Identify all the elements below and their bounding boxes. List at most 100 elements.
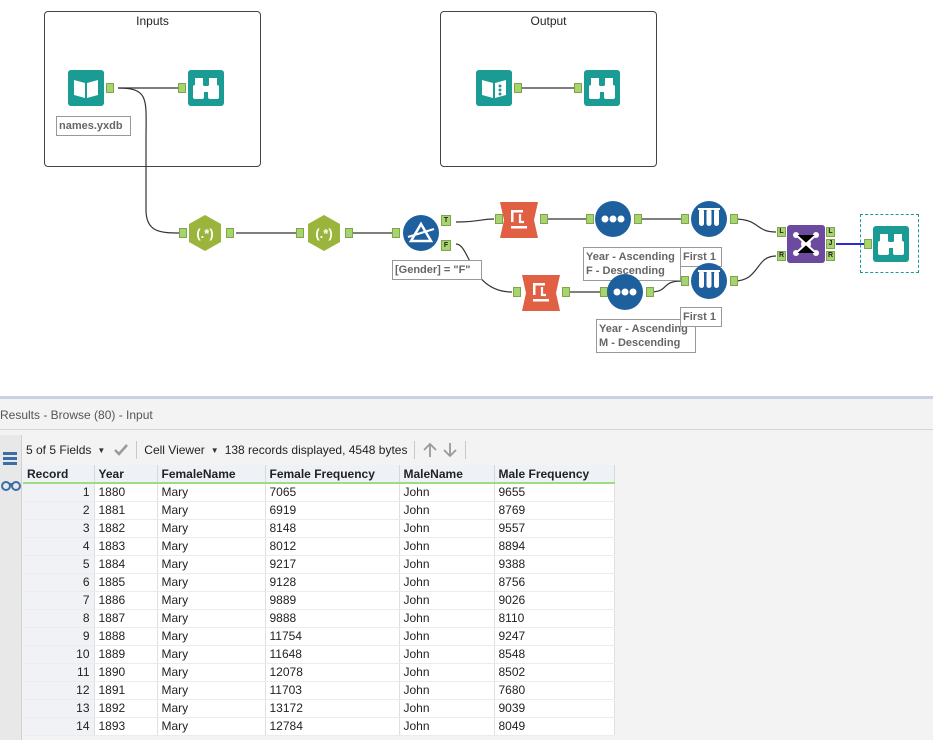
join-j-output-anchor[interactable]: J <box>826 239 835 249</box>
input-anchor[interactable] <box>586 214 594 224</box>
column-header-male-name[interactable]: MaleName <box>399 465 495 484</box>
sort-tool-male[interactable] <box>606 273 644 311</box>
record-cell[interactable]: 4 <box>23 537 95 556</box>
female-name-cell[interactable]: Mary <box>157 555 266 574</box>
record-cell[interactable]: 3 <box>23 519 95 538</box>
year-cell[interactable]: 1891 <box>94 681 158 700</box>
results-grid[interactable]: Record Year FemaleName Female Frequency … <box>23 465 615 736</box>
arrow-down-button[interactable] <box>442 439 462 461</box>
male-frequency-cell[interactable]: 8502 <box>494 663 615 682</box>
input-anchor[interactable] <box>574 83 582 93</box>
record-cell[interactable]: 12 <box>23 681 95 700</box>
female-frequency-cell[interactable]: 8012 <box>265 537 400 556</box>
record-cell[interactable]: 5 <box>23 555 95 574</box>
female-frequency-cell[interactable]: 9888 <box>265 609 400 628</box>
record-cell[interactable]: 11 <box>23 663 95 682</box>
fields-dropdown[interactable]: 5 of 5 Fields ▼ <box>22 439 109 461</box>
female-frequency-cell[interactable]: 13172 <box>265 699 400 718</box>
column-header-record[interactable]: Record <box>23 465 95 484</box>
male-frequency-cell[interactable]: 8769 <box>494 501 615 520</box>
male-frequency-cell[interactable]: 9388 <box>494 555 615 574</box>
female-frequency-cell[interactable]: 11754 <box>265 627 400 646</box>
output-data-tool[interactable] <box>476 70 512 106</box>
filter-tool[interactable] <box>402 214 440 252</box>
year-cell[interactable]: 1886 <box>94 591 158 610</box>
male-name-cell[interactable]: John <box>399 663 495 682</box>
female-frequency-cell[interactable]: 12078 <box>265 663 400 682</box>
input-anchor[interactable] <box>179 228 187 238</box>
input-anchor[interactable] <box>864 239 872 249</box>
male-name-cell[interactable]: John <box>399 627 495 646</box>
female-frequency-cell[interactable]: 8148 <box>265 519 400 538</box>
record-cell[interactable]: 8 <box>23 609 95 628</box>
join-left-anchor[interactable]: L <box>777 227 786 237</box>
join-l-output-anchor[interactable]: L <box>826 227 835 237</box>
female-frequency-cell[interactable]: 6919 <box>265 501 400 520</box>
input-anchor[interactable] <box>296 228 304 238</box>
regex-tool-2[interactable]: (.*) <box>305 214 343 252</box>
female-name-cell[interactable]: Mary <box>157 573 266 592</box>
input-anchor[interactable] <box>681 276 689 286</box>
output-anchor[interactable] <box>646 287 654 297</box>
female-name-cell[interactable]: Mary <box>157 681 266 700</box>
sample-tool-bottom[interactable] <box>690 262 728 300</box>
apply-checkmark-button[interactable] <box>109 439 133 461</box>
male-name-cell[interactable]: John <box>399 537 495 556</box>
formula-tool-bottom[interactable] <box>522 275 560 311</box>
input-data-tool[interactable] <box>68 70 104 106</box>
column-header-year[interactable]: Year <box>94 465 158 484</box>
input-anchor[interactable] <box>178 83 186 93</box>
female-frequency-cell[interactable]: 11703 <box>265 681 400 700</box>
join-r-output-anchor[interactable]: R <box>826 251 835 261</box>
sample-tool-top[interactable] <box>690 200 728 238</box>
column-header-female-frequency[interactable]: Female Frequency <box>265 465 400 484</box>
female-name-cell[interactable]: Mary <box>157 627 266 646</box>
male-frequency-cell[interactable]: 8894 <box>494 537 615 556</box>
male-name-cell[interactable]: John <box>399 681 495 700</box>
male-frequency-cell[interactable]: 9655 <box>494 483 615 502</box>
male-frequency-cell[interactable]: 8548 <box>494 645 615 664</box>
year-cell[interactable]: 1881 <box>94 501 158 520</box>
year-cell[interactable]: 1888 <box>94 627 158 646</box>
female-name-cell[interactable]: Mary <box>157 717 266 736</box>
year-cell[interactable]: 1880 <box>94 483 158 502</box>
column-header-male-frequency[interactable]: Male Frequency <box>494 465 615 484</box>
male-frequency-cell[interactable]: 9557 <box>494 519 615 538</box>
female-name-cell[interactable]: Mary <box>157 645 266 664</box>
browse-binoculars-icon[interactable] <box>1 475 21 493</box>
browse-tool-inputs[interactable] <box>188 70 224 106</box>
male-frequency-cell[interactable]: 9039 <box>494 699 615 718</box>
filter-false-anchor[interactable]: F <box>441 240 451 251</box>
year-cell[interactable]: 1890 <box>94 663 158 682</box>
male-name-cell[interactable]: John <box>399 609 495 628</box>
male-name-cell[interactable]: John <box>399 555 495 574</box>
male-frequency-cell[interactable]: 8110 <box>494 609 615 628</box>
sort-tool-female[interactable] <box>594 200 632 238</box>
male-frequency-cell[interactable]: 9247 <box>494 627 615 646</box>
output-anchor[interactable] <box>634 214 642 224</box>
male-name-cell[interactable]: John <box>399 519 495 538</box>
join-right-anchor[interactable]: R <box>777 251 786 261</box>
year-cell[interactable]: 1892 <box>94 699 158 718</box>
output-anchor[interactable] <box>730 214 738 224</box>
male-frequency-cell[interactable]: 7680 <box>494 681 615 700</box>
record-cell[interactable]: 10 <box>23 645 95 664</box>
female-name-cell[interactable]: Mary <box>157 609 266 628</box>
female-name-cell[interactable]: Mary <box>157 591 266 610</box>
regex-tool-1[interactable]: (.*) <box>186 214 224 252</box>
filter-true-anchor[interactable]: T <box>441 215 451 226</box>
table-view-icon[interactable] <box>1 449 19 467</box>
output-anchor[interactable] <box>730 276 738 286</box>
year-cell[interactable]: 1887 <box>94 609 158 628</box>
